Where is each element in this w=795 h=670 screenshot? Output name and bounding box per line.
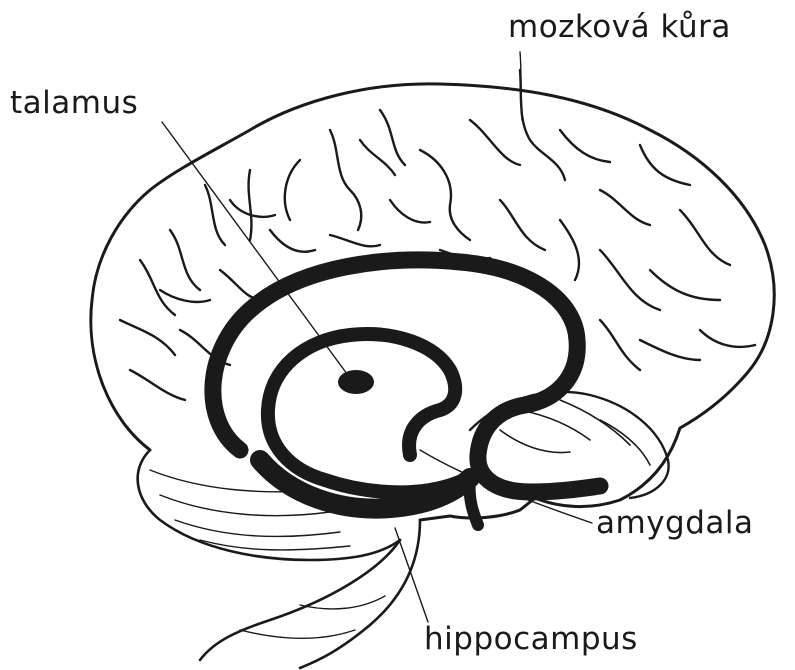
hippocampus-leader xyxy=(395,528,428,622)
thalamus-label: talamus xyxy=(10,88,138,119)
cortex-label: mozková kůra xyxy=(508,12,731,43)
thalamus-leader xyxy=(162,122,350,378)
fornix-ring xyxy=(268,334,480,492)
thalamus-blob xyxy=(338,370,374,394)
hippocampus-label: hippocampus xyxy=(424,624,638,655)
amygdala-label: amygdala xyxy=(596,508,754,539)
hippocampus-tail xyxy=(470,480,478,525)
